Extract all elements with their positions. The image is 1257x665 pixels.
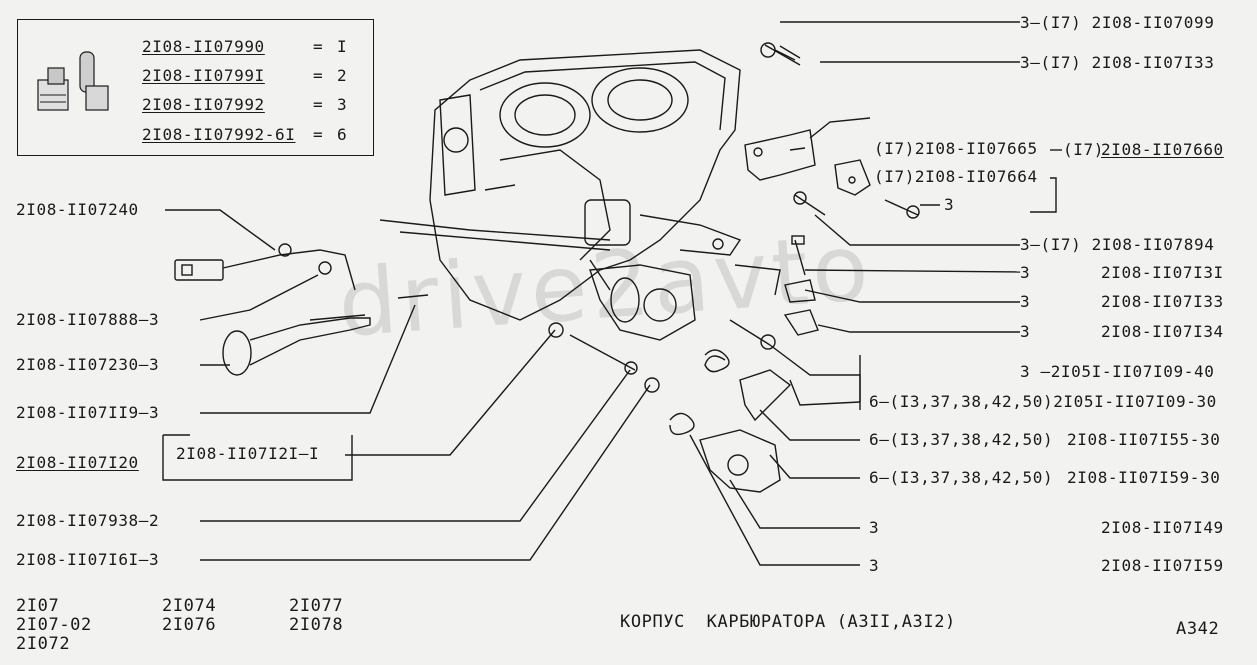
callout-r-16-code: 2I08-II07I59	[1101, 556, 1224, 575]
screws	[309, 42, 920, 393]
leader-lines	[162, 21, 1062, 566]
callout-l-7: 2I08-II07938—2	[16, 511, 160, 530]
legend-qty-3: 3	[337, 95, 348, 114]
callout-r-8-qty: 3	[1020, 263, 1031, 282]
callout-r-2: 3—(I7) 2I08-II07I33	[1020, 53, 1215, 72]
legend-sep-1: =	[313, 37, 324, 56]
model-3: 2I072	[16, 634, 71, 654]
springs	[669, 349, 730, 436]
model-6: 2I077	[289, 596, 344, 616]
lever-part-small	[834, 159, 871, 196]
legend-qty-1: I	[337, 37, 348, 56]
callout-r-9-qty: 3	[1020, 292, 1031, 311]
legend-sep-4: =	[313, 125, 324, 144]
legend-sep-3: =	[313, 95, 324, 114]
legend-qty-4: 6	[337, 125, 348, 144]
callout-l-1: 2I08-II07240	[16, 200, 139, 219]
kit-box-icon	[37, 51, 109, 111]
callout-l-5: 2I08-II07I20	[16, 453, 139, 472]
bracket-part	[744, 129, 816, 181]
model-1: 2I07	[16, 596, 60, 616]
model-5: 2I076	[162, 615, 217, 635]
solenoid-connector	[174, 243, 356, 291]
callout-r-1: 3—(I7) 2I08-II07099	[1020, 13, 1215, 32]
callout-r-10-qty: 3	[1020, 322, 1031, 341]
callout-r-6: 3	[944, 195, 955, 214]
callout-r-15-qty: 3	[869, 518, 880, 537]
model-7: 2I078	[289, 615, 344, 635]
model-2: 2I07-02	[16, 615, 92, 635]
throttle-assembly	[589, 259, 696, 341]
callout-l-6: 2I08-II07I2I—I	[176, 444, 320, 463]
callout-r-5-code: 2I08-II07660	[1101, 140, 1224, 159]
callout-l-3: 2I08-II07230—3	[16, 355, 160, 374]
legend-qty-2: 2	[337, 66, 348, 85]
legend-code-2: 2I08-II0799I	[142, 66, 265, 85]
legend-code-3: 2I08-II07992	[142, 95, 265, 114]
callout-r-9-code: 2I08-II07I33	[1101, 292, 1224, 311]
callout-r-13-code: 2I08-II07I55-30	[1067, 430, 1221, 449]
diagram-title: КОРПУС КАРБЮРАТОРА (АЗII,АЗI2)	[620, 612, 956, 632]
callout-r-3: (I7)2I08-II07665	[874, 139, 1038, 158]
callout-r-16-qty: 3	[869, 556, 880, 575]
callout-r-14-code: 2I08-II07I59-30	[1067, 468, 1221, 487]
model-4: 2I074	[162, 596, 217, 616]
callout-r-12: 6—(I3,37,38,42,50)2I05I-II07I09-30	[869, 392, 1217, 411]
callout-r-7: 3—(I7) 2I08-II07894	[1020, 235, 1215, 254]
callout-l-8: 2I08-II07I6I—3	[16, 550, 160, 569]
carburetor-body	[379, 49, 742, 321]
legend-code-4: 2I08-II07992-6I	[142, 125, 296, 144]
legend-code-1: 2I08-II07990	[142, 37, 265, 56]
callout-r-5-prefix: (I7)	[1063, 140, 1104, 159]
callout-r-8-code: 2I08-II07I3I	[1101, 263, 1224, 282]
callout-l-2: 2I08-II07888—3	[16, 310, 160, 329]
levers	[699, 279, 819, 493]
mixture-screw	[222, 317, 371, 376]
callout-r-10-code: 2I08-II07I34	[1101, 322, 1224, 341]
callout-r-14-qty: 6—(I3,37,38,42,50)	[869, 468, 1054, 487]
kit-legend	[17, 19, 374, 156]
callout-r-11: 3 —2I05I-II07I09-40	[1020, 362, 1215, 381]
callout-r-4: (I7)2I08-II07664	[874, 167, 1038, 186]
callout-l-4: 2I08-II07II9—3	[16, 403, 160, 422]
callout-r-13-qty: 6—(I3,37,38,42,50)	[869, 430, 1054, 449]
callout-r-15-code: 2I08-II07I49	[1101, 518, 1224, 537]
page-code: А342	[1176, 619, 1220, 639]
legend-sep-2: =	[313, 66, 324, 85]
